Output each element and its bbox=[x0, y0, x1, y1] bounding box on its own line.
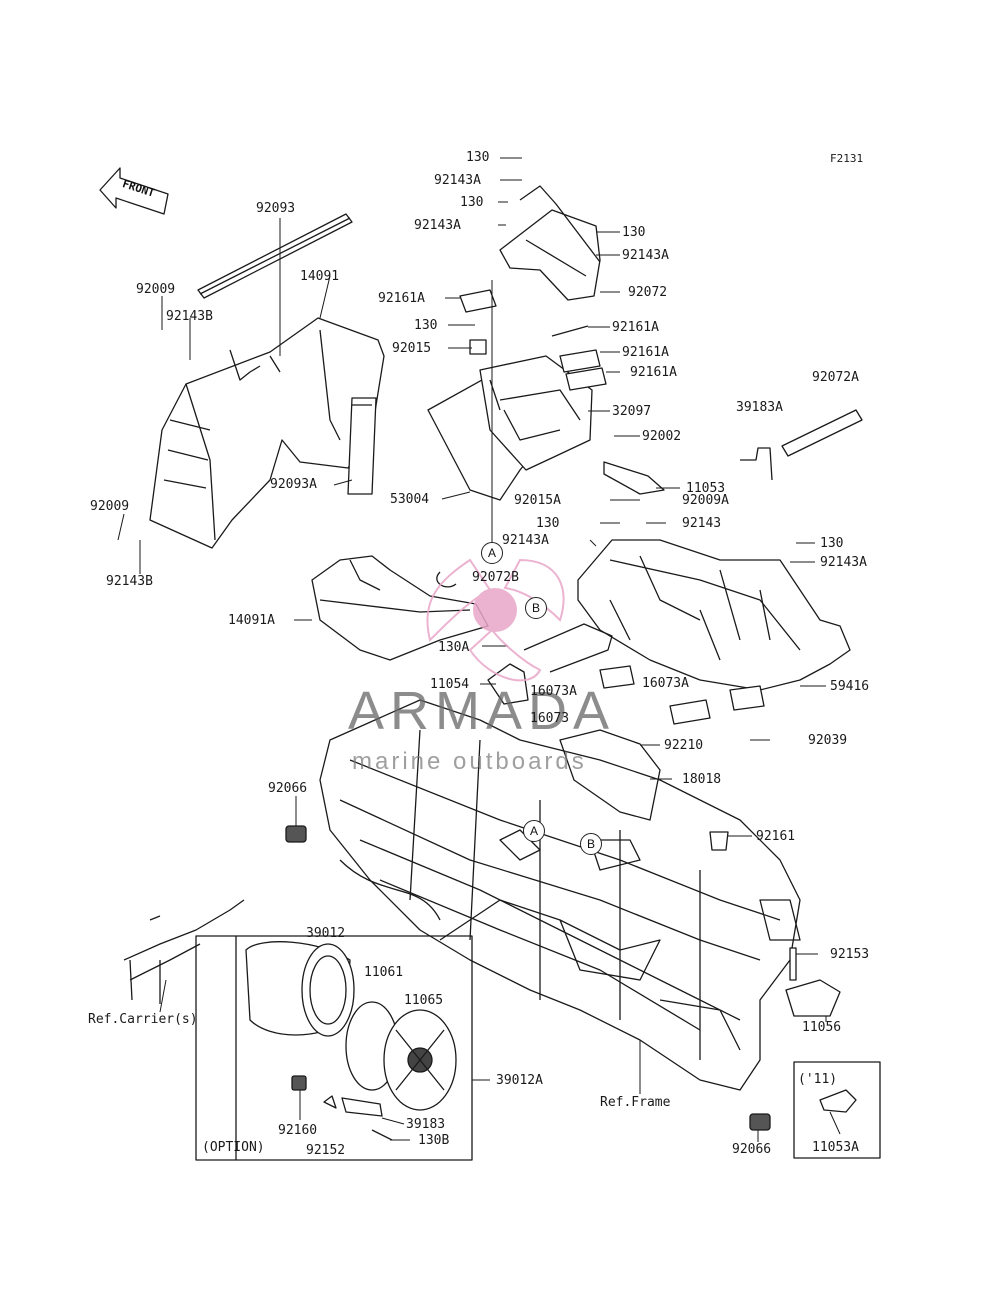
part-label: 92009 bbox=[90, 499, 130, 514]
part-label: 53004 bbox=[390, 492, 430, 507]
part-label: 130 bbox=[460, 195, 484, 210]
part-label: 130 bbox=[622, 225, 646, 240]
part-label: 92143B bbox=[106, 574, 153, 589]
part-label: 92143A bbox=[414, 218, 461, 233]
part-label: 130 bbox=[414, 318, 438, 333]
part-label: 16073A bbox=[642, 676, 689, 691]
part-label: 130 bbox=[536, 516, 560, 531]
callout-b-lower: B bbox=[580, 833, 602, 855]
part-label: 18018 bbox=[682, 772, 722, 787]
part-label: 92161A bbox=[378, 291, 425, 306]
part-label: 92143A bbox=[434, 173, 481, 188]
part-label: 92161A bbox=[612, 320, 659, 335]
callout-a-lower: A bbox=[523, 820, 545, 842]
part-label: 92143A bbox=[502, 533, 549, 548]
part-label: 14091A bbox=[228, 613, 275, 628]
part-label: 92072B bbox=[472, 570, 519, 585]
part-label: 39183A bbox=[736, 400, 783, 415]
part-label: 39012 bbox=[306, 926, 346, 941]
part-label: 92002 bbox=[642, 429, 682, 444]
part-label: 130B bbox=[418, 1133, 450, 1148]
part-label: 92009 bbox=[136, 282, 176, 297]
watermark-brand: ARMADA bbox=[348, 681, 616, 741]
part-label: 92160 bbox=[278, 1123, 318, 1138]
part-label: 11061 bbox=[364, 965, 404, 980]
part-label: Ref.Carrier(s) bbox=[88, 1012, 198, 1027]
part-label: 130 bbox=[820, 536, 844, 551]
part-label: 14091 bbox=[300, 269, 340, 284]
part-label: 92009A bbox=[682, 493, 729, 508]
part-label: 39012A bbox=[496, 1073, 543, 1088]
part-label: 92143B bbox=[166, 309, 213, 324]
watermark-tagline: marine outboards bbox=[352, 748, 587, 775]
part-label: 92072A bbox=[812, 370, 859, 385]
part-label: 59416 bbox=[830, 679, 870, 694]
part-label: 92015A bbox=[514, 493, 561, 508]
part-label: 92093A bbox=[270, 477, 317, 492]
part-label: (OPTION) bbox=[202, 1140, 265, 1155]
part-label: 92152 bbox=[306, 1143, 346, 1158]
part-label: 92161 bbox=[756, 829, 796, 844]
part-label: Ref.Frame bbox=[600, 1095, 671, 1110]
part-label: 92066 bbox=[732, 1142, 772, 1157]
part-label: 92210 bbox=[664, 738, 704, 753]
part-label: 16073A bbox=[530, 684, 577, 699]
part-label: 92039 bbox=[808, 733, 848, 748]
callout-b-upper: B bbox=[525, 597, 547, 619]
part-label: 92143 bbox=[682, 516, 722, 531]
part-label: 92161A bbox=[622, 345, 669, 360]
part-label: 92072 bbox=[628, 285, 668, 300]
callout-a-upper: A bbox=[481, 542, 503, 564]
part-label: 11054 bbox=[430, 677, 470, 692]
part-label: 130A bbox=[438, 640, 470, 655]
frame bbox=[319, 699, 801, 1091]
part-label: 11056 bbox=[802, 1020, 842, 1035]
part-label: 32097 bbox=[612, 404, 652, 419]
part-label: 39183 bbox=[406, 1117, 446, 1132]
watermark-propeller-icon bbox=[426, 558, 565, 682]
part-label: ('11) bbox=[798, 1072, 838, 1087]
part-label: 11053 bbox=[686, 481, 726, 496]
part-label: 92153 bbox=[830, 947, 870, 962]
part-label: 92093 bbox=[256, 201, 296, 216]
part-label: 11053A bbox=[812, 1140, 859, 1155]
part-label: 92066 bbox=[268, 781, 308, 796]
part-label: 11065 bbox=[404, 993, 444, 1008]
part-label: 92161A bbox=[630, 365, 677, 380]
part-label: 92143A bbox=[622, 248, 669, 263]
part-label: 92015 bbox=[392, 341, 432, 356]
front-arrow-icon bbox=[99, 167, 169, 215]
part-label: 16073 bbox=[530, 711, 570, 726]
part-label: 92143A bbox=[820, 555, 867, 570]
part-label: 130 bbox=[466, 150, 490, 165]
figure-code: F2131 bbox=[830, 152, 864, 165]
